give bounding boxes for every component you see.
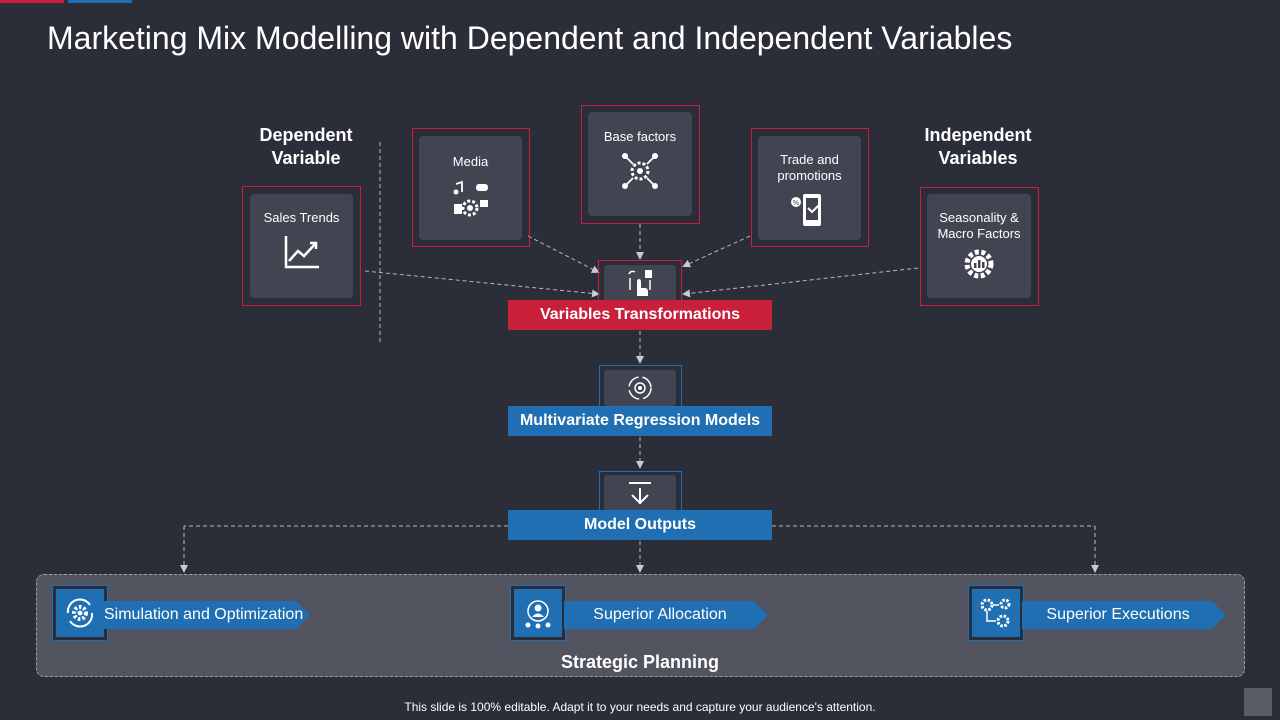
svg-text:%: % — [792, 199, 799, 207]
superior-allocation-arrow: Superior Allocation — [564, 601, 768, 629]
simulation-icon-box — [56, 589, 104, 637]
allocation-icon-frame — [510, 585, 566, 641]
connector-sales — [364, 270, 600, 298]
seasonality-frame — [920, 187, 1039, 306]
media-frame — [412, 128, 530, 247]
top-accent-red — [0, 0, 64, 3]
mrm-icon-box — [604, 370, 676, 406]
base-factors-label: Base factors — [603, 129, 677, 144]
seasonality-label: Seasonality & Macro Factors — [937, 210, 1021, 241]
model-outputs-label: Model Outputs — [508, 510, 772, 540]
base-factors-frame — [581, 105, 700, 224]
sales-trends-card: Sales Trends — [250, 194, 353, 298]
executions-icon-box — [972, 589, 1020, 637]
download-output-icon — [629, 482, 651, 505]
connector-seasonality — [682, 267, 919, 298]
strategic-planning-title: Strategic Planning — [560, 652, 720, 672]
touch-signal-icon — [628, 270, 652, 296]
allocation-icon-box — [514, 589, 562, 637]
base-factors-card: Base factors — [588, 112, 692, 216]
executions-icon-frame — [968, 585, 1024, 641]
independent-variables-heading: Independent Variables — [924, 125, 1032, 168]
trade-promotions-frame — [751, 128, 869, 247]
sales-trends-label: Sales Trends — [263, 210, 340, 225]
variables-transformations-label: Variables Transformations — [508, 300, 772, 330]
base-factors-network-icon — [622, 153, 658, 189]
regression-cycle-icon — [628, 376, 652, 400]
multivariate-regression-label: Multivariate Regression Models — [508, 406, 772, 436]
footer-note: This slide is 100% editable. Adapt it to… — [404, 700, 876, 714]
media-card: Media — [419, 136, 522, 240]
mo-icon-box — [604, 475, 676, 511]
trend-chart-icon — [284, 236, 319, 269]
trade-promotions-card: Trade and promotions % — [758, 136, 861, 240]
corner-square — [1244, 688, 1272, 716]
superior-allocation-label: Superior Allocation — [593, 606, 727, 623]
user-network-icon — [525, 600, 551, 629]
top-accent-blue — [68, 0, 132, 3]
vt-icon-box — [604, 265, 676, 301]
simulation-optimization-label: Simulation and Optimization — [104, 606, 304, 623]
connector-media — [527, 235, 600, 273]
seasonality-card: Seasonality & Macro Factors — [927, 194, 1031, 298]
sales-trends-frame — [242, 186, 361, 306]
gears-flow-icon — [980, 598, 1011, 628]
trade-promotions-label: Trade and promotions — [777, 152, 842, 183]
superior-executions-label: Superior Executions — [1046, 606, 1190, 623]
connector-trade — [682, 235, 751, 268]
simulation-icon-frame — [52, 585, 108, 641]
media-label: Media — [452, 154, 489, 169]
dependent-variable-heading: Dependent Variable — [259, 125, 353, 168]
gear-cycle-icon — [66, 598, 94, 628]
simulation-optimization-arrow: Simulation and Optimization — [104, 601, 310, 629]
gear-chart-icon — [964, 249, 994, 279]
media-gear-icon — [453, 180, 488, 217]
mobile-promotion-icon: % — [790, 194, 821, 226]
superior-executions-arrow: Superior Executions — [1022, 601, 1226, 629]
page-title: Marketing Mix Modelling with Dependent a… — [47, 20, 1013, 56]
